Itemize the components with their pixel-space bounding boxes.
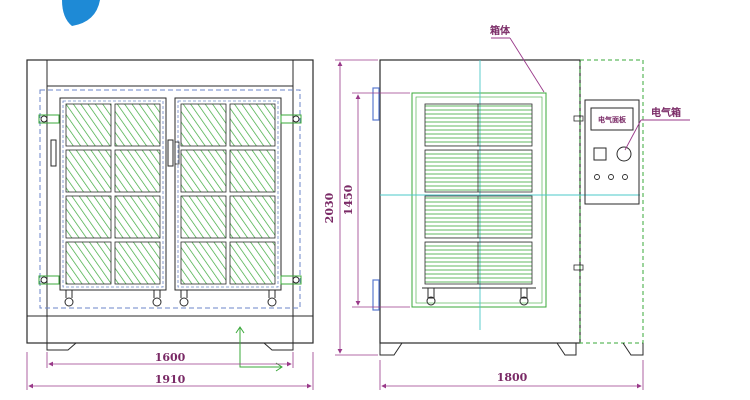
control-display-label: 电气面板 (598, 115, 627, 124)
dim-chamber-height: 1450 (342, 184, 355, 215)
side-casters (426, 287, 529, 306)
side-view: 电气面板 箱体 电气箱 (323, 24, 690, 390)
front-left-tray-grid (65, 103, 161, 285)
side-electrical-box (579, 59, 644, 344)
dim-outer-width: 1910 (155, 373, 186, 386)
callout-leaders (491, 37, 690, 151)
front-right-tray-grid (180, 103, 276, 285)
front-outer-cabinet (26, 59, 314, 344)
front-right-handle (167, 139, 174, 167)
front-casters (64, 290, 277, 307)
callout-electrical-box: 电气箱 (651, 106, 681, 119)
control-panel (584, 99, 640, 205)
side-foot-middle (556, 342, 577, 356)
front-dimension-lines (26, 352, 314, 390)
control-indicator-lights (594, 174, 628, 180)
control-display (590, 107, 634, 131)
front-left-handle (50, 139, 57, 167)
side-foot-left (379, 342, 403, 356)
side-foot-right (622, 342, 644, 356)
logo-fragment (62, 0, 100, 26)
front-view: 1600 1910 (26, 59, 314, 390)
front-right-door (174, 97, 282, 291)
control-knob (616, 146, 632, 162)
control-switch (593, 147, 607, 161)
front-hinges (38, 114, 302, 285)
dim-depth: 1800 (497, 371, 528, 384)
side-tray-stack (424, 103, 533, 285)
dim-total-height: 2030 (323, 192, 336, 223)
front-foot-left (46, 342, 77, 351)
front-left-door (59, 97, 167, 291)
side-inner-chamber (411, 92, 547, 308)
dim-inner-width: 1600 (155, 351, 186, 364)
front-door-outline (39, 89, 301, 309)
front-foot-right (263, 342, 294, 351)
side-hinges (372, 87, 380, 311)
callout-cabinet-body: 箱体 (490, 24, 511, 37)
side-dimension-lines (335, 59, 644, 390)
